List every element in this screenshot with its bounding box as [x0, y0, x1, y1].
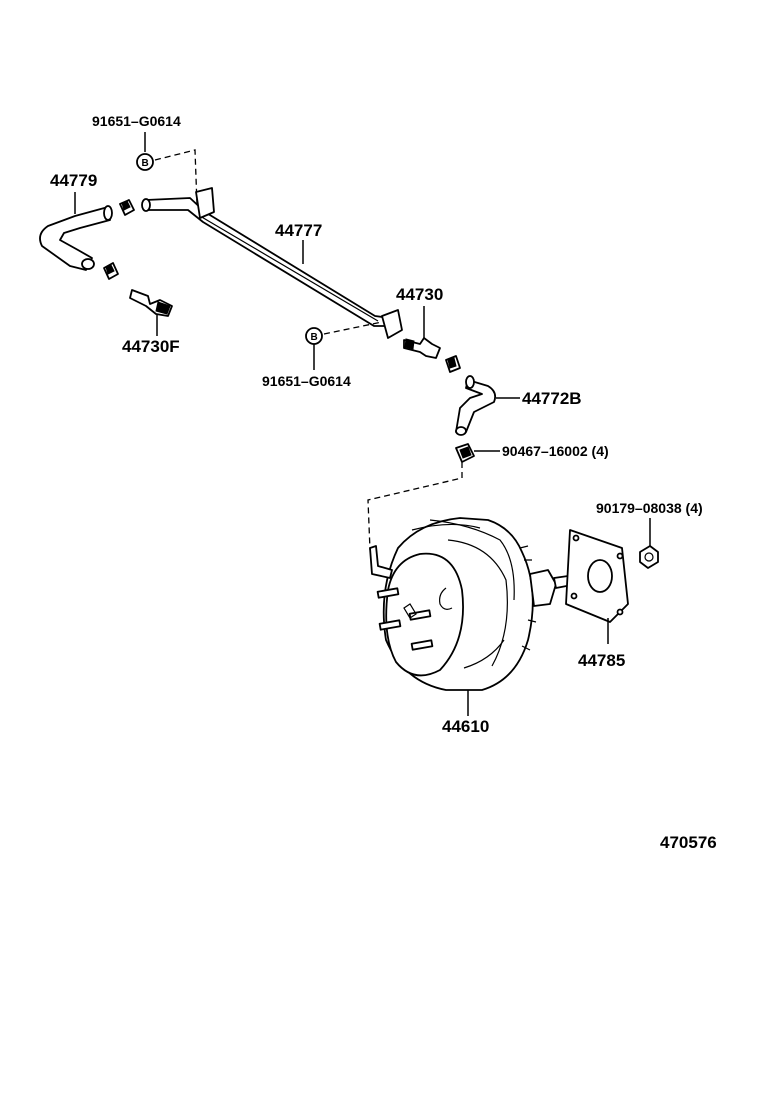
label-valve-right: 44730: [396, 285, 443, 304]
hose-right-group: 44772B: [455, 375, 582, 436]
callout-b-top: [136, 153, 154, 171]
label-clamp-clip: 90467–16002 (4): [502, 443, 609, 459]
label-hose-right: 44772B: [522, 389, 582, 408]
hose-left-group: 44779: [39, 171, 135, 280]
dash-clip-top: [154, 149, 198, 206]
clip-bottom-group: B 91651–G0614: [262, 321, 383, 389]
tube-bracket-top: [195, 187, 215, 219]
hose-right: [455, 379, 497, 433]
clamp-clip-group: 90467–16002 (4): [367, 443, 609, 551]
hose-left-end-b: [81, 258, 95, 270]
booster-nipple: [369, 545, 393, 579]
gasket-hole: [587, 559, 613, 593]
dash-clamp-clip: [367, 462, 463, 551]
label-hose-left: 44779: [50, 171, 97, 190]
nut-group: 90179–08038 (4): [596, 500, 703, 569]
label-clip-bottom: 91651–G0614: [262, 373, 351, 389]
tube-bracket-bottom: [381, 309, 403, 339]
gasket-group: 44785: [565, 529, 629, 670]
tube-group: 44777: [141, 187, 403, 339]
nut: [639, 545, 659, 569]
valve-left-group: 44730F: [122, 289, 180, 356]
label-nut: 90179–08038 (4): [596, 500, 703, 516]
label-tube: 44777: [275, 221, 322, 240]
clip-top-group: 91651–G0614 B: [92, 113, 198, 206]
label-gasket: 44785: [578, 651, 625, 670]
dash-clip-bottom: [323, 321, 383, 335]
label-clip-top: 91651–G0614: [92, 113, 181, 129]
label-valve-left: 44730F: [122, 337, 180, 356]
hose-left-end-a: [103, 205, 113, 221]
booster-group: 44610: [369, 517, 599, 736]
booster-rear-boss: [529, 569, 557, 607]
callout-b-top-letter: B: [142, 158, 149, 169]
callout-b-bottom-letter: B: [311, 332, 318, 343]
hose-left: [39, 206, 111, 271]
drawing-number: 470576: [660, 833, 717, 852]
valve-right-group: 44730: [396, 285, 461, 373]
label-booster: 44610: [442, 717, 489, 736]
